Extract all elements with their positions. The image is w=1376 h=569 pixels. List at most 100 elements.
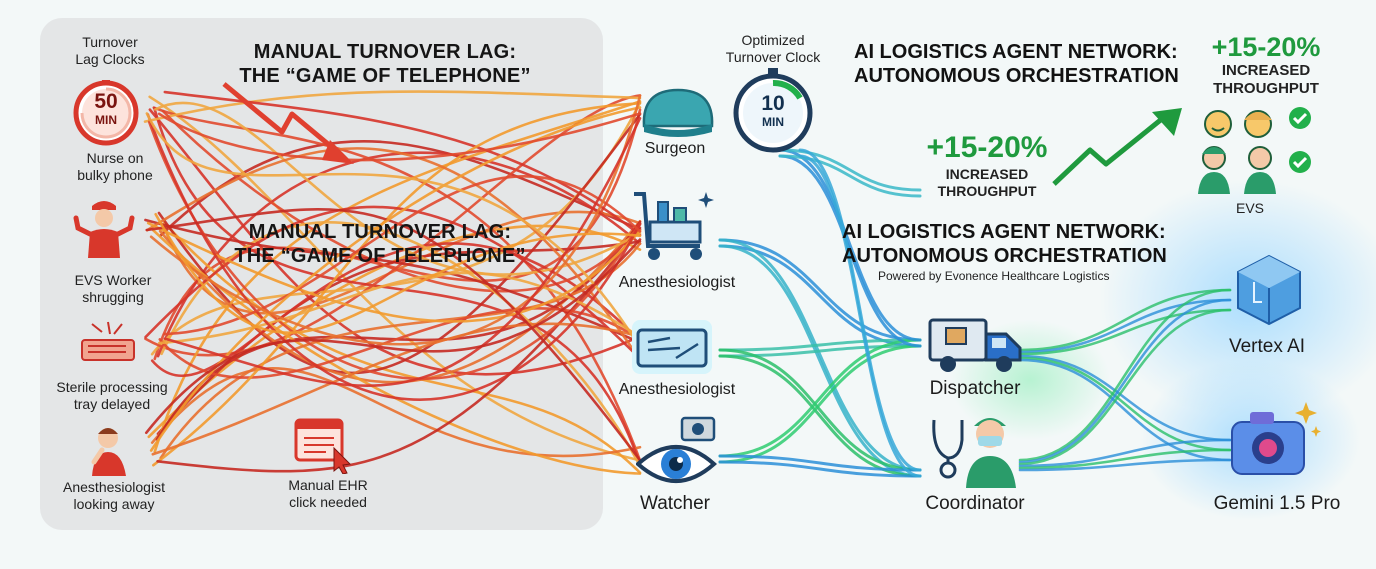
lag-connection-line (153, 106, 642, 466)
lag-connection-line (150, 242, 642, 377)
ehr-click-icon (294, 418, 352, 474)
ai-connection-line (718, 238, 922, 342)
lag-connection-line (159, 140, 642, 237)
throughput-caption-line1: INCREASED (945, 166, 1029, 182)
lag-clocks-label-line2: Lag Clocks (75, 50, 145, 67)
lag-connection-line (144, 218, 642, 344)
lag-connection-line (157, 271, 642, 345)
coordinator-doctor-icon (932, 418, 1016, 488)
manual-lag-title-top-line2: THE “GAME OF TELEPHONE” (239, 65, 531, 87)
lag-connection-line (144, 205, 642, 360)
manual-lag-title-top: MANUAL TURNOVER LAG: THE “GAME OF TELEPH… (220, 40, 550, 88)
ai-network-title-mid-line1: AI LOGISTICS AGENT NETWORK: (842, 221, 1166, 243)
ai-network-title-mid: AI LOGISTICS AGENT NETWORK: AUTONOMOUS O… (842, 220, 1167, 268)
evs-worker-label: EVS Worker shrugging (58, 272, 168, 305)
optimized-clock-label-line1: Optimized (741, 32, 805, 48)
lag-connection-line (152, 102, 642, 467)
ai-connection-line (1018, 438, 1232, 468)
sterile-label-line1: Sterile processing (56, 379, 168, 395)
ehr-label: Manual EHR click needed (268, 477, 388, 510)
throughput-value: +15-20% (926, 131, 1048, 164)
anes-away-label-line2: looking away (73, 495, 155, 512)
throughput-caption: INCREASED THROUGHPUT (912, 166, 1062, 199)
optimized-clock-icon (733, 68, 813, 153)
lag-connection-line (152, 106, 642, 462)
ai-network-title-top: AI LOGISTICS AGENT NETWORK: AUTONOMOUS O… (854, 40, 1179, 88)
throughput-top-caption-line1: INCREASED (1221, 62, 1311, 79)
sterile-tray-icon (81, 321, 135, 361)
lag-connection-line (154, 212, 642, 335)
sterile-tray-glow-icon (632, 320, 712, 374)
evs-label: EVS (1235, 200, 1264, 216)
vertex-ai-label: Vertex AI (1228, 336, 1306, 357)
ai-connection-line (718, 460, 922, 478)
red-zigzag-arrow-icon (222, 82, 354, 164)
lag-connection-line (149, 106, 642, 452)
growth-arrow-icon (1052, 108, 1182, 186)
evs-team-icon (1198, 107, 1311, 194)
lag-connection-line (153, 100, 642, 454)
vertex-ai-cube-icon (1237, 254, 1301, 326)
lag-connection-line (155, 220, 642, 441)
lag-connection-line (143, 90, 642, 123)
cleaning-cart-icon (634, 192, 714, 260)
lag-connection-line (149, 94, 642, 346)
surgeon-label: Surgeon (644, 140, 706, 157)
ai-connection-line (1018, 448, 1232, 470)
dispatcher-label: Dispatcher (929, 378, 1021, 399)
optimized-clock-value: 10 (761, 92, 785, 115)
lag-connection-line (146, 113, 642, 401)
ai-connection-line (1018, 308, 1232, 356)
ai-connection-line (1018, 288, 1232, 352)
lag-connection-line (153, 101, 642, 276)
anesthesiologist-looking-away-icon (91, 428, 126, 476)
surgeon-cap-icon (642, 88, 714, 137)
ai-connection-line (1018, 354, 1232, 442)
ai-connection-line (778, 148, 922, 192)
ai-connection-line (778, 154, 922, 198)
optimized-clock-label: Optimized Turnover Clock (712, 32, 834, 65)
lag-clocks-label: Turnover Lag Clocks (62, 34, 158, 67)
ai-network-title-top-line1: AI LOGISTICS AGENT NETWORK: (854, 41, 1178, 63)
ai-connection-line (1018, 288, 1232, 462)
lag-connection-line (145, 112, 642, 350)
lag-connection-line (163, 90, 642, 237)
ai-connection-line (718, 454, 922, 472)
coordinator-label: Coordinator (925, 493, 1025, 514)
anesthesiologist-2-label: Anesthesiologist (618, 381, 736, 398)
sterile-label-line2: tray delayed (73, 395, 151, 412)
throughput-top-value: +15-20% (1211, 32, 1321, 62)
ai-connection-line (1018, 458, 1232, 472)
lag-connection-line (148, 108, 642, 376)
throughput-top-caption-line2: THROUGHPUT (1213, 79, 1319, 97)
gemini-label: Gemini 1.5 Pro (1213, 493, 1341, 514)
ai-connection-line (718, 338, 922, 458)
anes-away-label: Anesthesiologist looking away (44, 479, 184, 512)
ai-connection-line (798, 154, 922, 478)
ehr-label-line1: Manual EHR (288, 477, 368, 493)
nurse-label-line2: bulky phone (77, 166, 153, 183)
ai-connection-line (778, 154, 922, 348)
ai-connection-line (1018, 358, 1232, 462)
optimized-clock-unit: MIN (762, 115, 784, 129)
ai-network-title-mid-line2: AUTONOMOUS ORCHESTRATION (842, 245, 1167, 267)
lag-connection-line (145, 147, 642, 362)
lag-clock-value: 50 (94, 90, 118, 113)
sterile-label: Sterile processing tray delayed (44, 379, 180, 412)
lag-clock-unit: MIN (95, 113, 117, 127)
ai-connection-line (718, 338, 922, 352)
lag-connection-line (157, 112, 642, 374)
lag-clock-icon (73, 80, 139, 146)
throughput-caption-line2: THROUGHPUT (937, 182, 1037, 199)
evs-worker-shrugging-icon (73, 201, 135, 258)
manual-lag-title-mid: MANUAL TURNOVER LAG: THE “GAME OF TELEPH… (210, 220, 550, 268)
powered-by-text: Powered by Evonence Healthcare Logistics (878, 269, 1110, 283)
nurse-label: Nurse on bulky phone (60, 150, 170, 183)
ai-connection-line (718, 348, 922, 472)
evs-worker-label-line1: EVS Worker (74, 272, 152, 288)
ai-network-title-top-line2: AUTONOMOUS ORCHESTRATION (854, 65, 1179, 87)
throughput-top-caption: INCREASED THROUGHPUT (1196, 62, 1336, 97)
ai-connection-line (1018, 298, 1232, 354)
